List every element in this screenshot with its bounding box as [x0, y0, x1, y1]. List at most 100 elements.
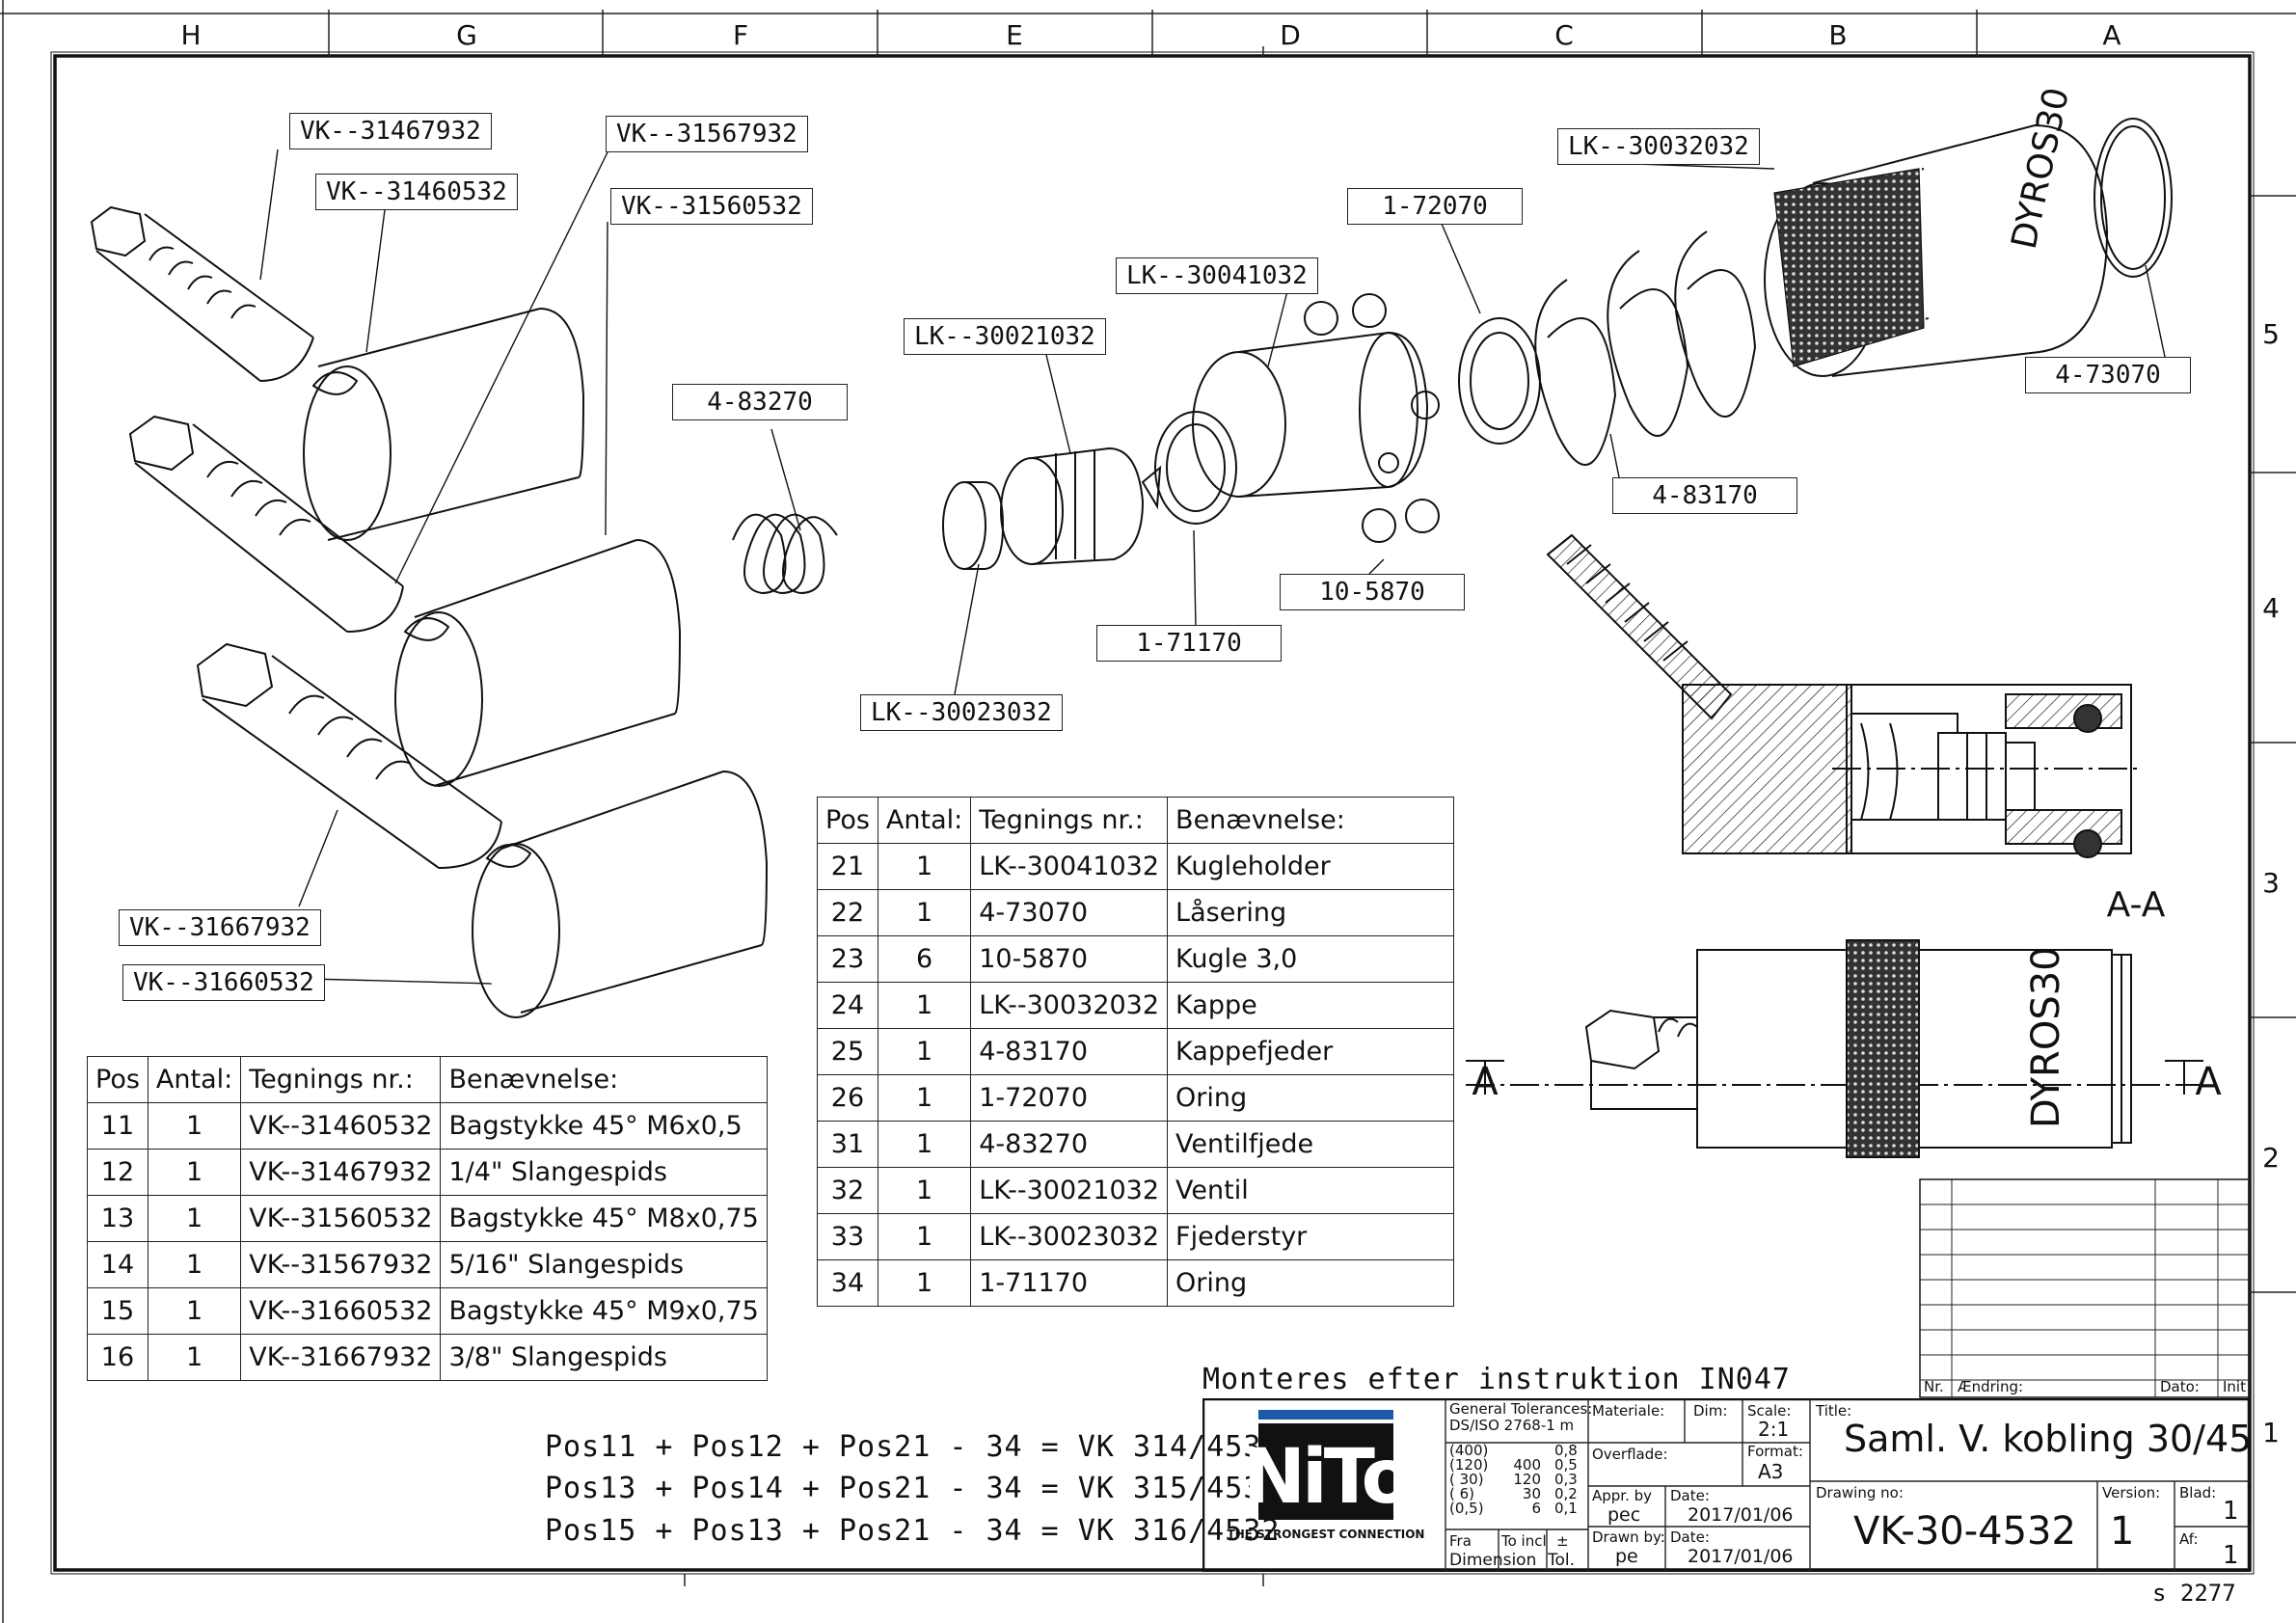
cell: Bagstykke 45° M6x0,5: [440, 1102, 768, 1150]
drawn-label: Drawn by:: [1592, 1528, 1665, 1546]
cell: Kappe: [1167, 982, 1455, 1029]
tol-value: 0,1: [1554, 1500, 1578, 1517]
section-marker-right: A: [2195, 1060, 2222, 1104]
tol-value: 6: [1531, 1500, 1541, 1517]
col-header: Benævnelse:: [1167, 797, 1455, 844]
cell: 31: [817, 1121, 878, 1168]
appr-by: pec: [1607, 1504, 1641, 1526]
callout-label: 1-72070: [1347, 188, 1523, 225]
hose-nipple-middle: [128, 415, 404, 633]
assembly-combo: Pos13 + Pos14 + Pos21 - 34 = VK 315/4532: [545, 1472, 1281, 1505]
spring-guide: [942, 481, 1005, 570]
general-tol-label: General Tolerances:: [1449, 1400, 1593, 1418]
to-incl-label: To incl: [1501, 1532, 1547, 1550]
cell: Oring: [1167, 1259, 1455, 1307]
callout-label: 10-5870: [1280, 574, 1465, 610]
from-label: Fra: [1449, 1532, 1472, 1550]
tol-value: (0,5): [1449, 1500, 1484, 1517]
dimension-label: Dimension: [1449, 1551, 1537, 1570]
balls: [1304, 293, 1440, 543]
section-marker-left: A: [1472, 1060, 1499, 1104]
col-letter: D: [1280, 19, 1301, 51]
tol-value: (400): [1449, 1442, 1489, 1459]
cell: LK--30041032: [970, 843, 1169, 890]
tol-value: ( 30): [1449, 1471, 1484, 1488]
col-letter: F: [733, 19, 748, 51]
tol-value: 120: [1513, 1471, 1541, 1488]
blad-label: Blad:: [2179, 1484, 2217, 1501]
row-number: 5: [2262, 318, 2280, 350]
callout-label: VK--31567932: [606, 116, 808, 152]
cell: 14: [87, 1241, 149, 1288]
tol-label: Tol.: [1548, 1551, 1576, 1570]
cell: 1: [147, 1241, 242, 1288]
cell: LK--30023032: [970, 1213, 1169, 1260]
cell: Fjederstyr: [1167, 1213, 1455, 1260]
callout-label: VK--31660532: [122, 964, 325, 1001]
assembly-combo: Pos11 + Pos12 + Pos21 - 34 = VK 314/4532: [545, 1430, 1281, 1464]
cell: 12: [87, 1149, 149, 1196]
hose-nipple-bottom: [196, 642, 502, 869]
cell: VK--31467932: [240, 1149, 442, 1196]
cell: 1: [877, 843, 972, 890]
scale-value: 2:1: [1758, 1418, 1790, 1441]
version-label: Version:: [2102, 1484, 2161, 1501]
drawing-title: Saml. V. kobling 30/45: [1844, 1418, 2253, 1460]
col-header: Antal:: [147, 1056, 242, 1103]
table-header-row: Pos Antal: Tegnings nr.: Benævnelse:: [817, 797, 1455, 844]
cell: 15: [87, 1287, 149, 1335]
revision-block: [1919, 1178, 2250, 1398]
cell: 6: [877, 935, 972, 983]
cell: 1: [877, 1167, 972, 1214]
callout-label: 1-71170: [1096, 625, 1282, 662]
cell: 24: [817, 982, 878, 1029]
appr-date-label: Date:: [1670, 1487, 1710, 1504]
cell: Kappefjeder: [1167, 1028, 1455, 1075]
drawing-no-label: Drawing no:: [1816, 1484, 1904, 1501]
cell: 1-71170: [970, 1259, 1169, 1307]
cell: 1: [877, 1213, 972, 1260]
callout-label: LK--30021032: [904, 318, 1106, 355]
instruction-note: Monteres efter instruktion IN047: [1202, 1363, 1791, 1396]
valve: [1000, 446, 1162, 565]
cell: 1/4" Slangespids: [440, 1149, 768, 1196]
o-ring-large: [1458, 317, 1541, 445]
sleeve: [1764, 123, 2109, 377]
tol-value: 30: [1522, 1485, 1541, 1502]
cell: 23: [817, 935, 878, 983]
col-letter: C: [1554, 19, 1574, 51]
col-header: Benævnelse:: [440, 1056, 768, 1103]
row-number: 1: [2262, 1417, 2280, 1448]
cell: 22: [817, 889, 878, 936]
cell: 1: [877, 1259, 972, 1307]
row-number: 4: [2262, 592, 2280, 624]
rev-change-label: Ændring:: [1958, 1378, 2024, 1395]
tol-value: 400: [1513, 1456, 1541, 1474]
cell: 1: [877, 982, 972, 1029]
ball-holder: [1192, 331, 1440, 498]
tol-col1: (400) (120) ( 30) ( 6) (0,5): [1449, 1444, 1488, 1516]
col-header: Antal:: [877, 797, 972, 844]
col-header: Tegnings nr.:: [240, 1056, 442, 1103]
cell: VK--31667932: [240, 1334, 442, 1381]
title-label: Title:: [1816, 1402, 1852, 1420]
nito-logo-bg: [1258, 1410, 1393, 1420]
sheet-id: s 2277: [2152, 1580, 2236, 1607]
appr-date: 2017/01/06: [1688, 1504, 1794, 1526]
cell: Ventilfjede: [1167, 1121, 1455, 1168]
version-value: 1: [2110, 1509, 2135, 1554]
blad-value: 1: [2223, 1497, 2239, 1526]
elbow-body-middle: [394, 539, 682, 787]
elbow-body-top: [303, 308, 585, 541]
cell: 1: [147, 1149, 242, 1196]
nito-logo: NiTo: [1243, 1434, 1411, 1521]
cell: 21: [817, 843, 878, 890]
callout-label: 4-83170: [1612, 477, 1797, 514]
